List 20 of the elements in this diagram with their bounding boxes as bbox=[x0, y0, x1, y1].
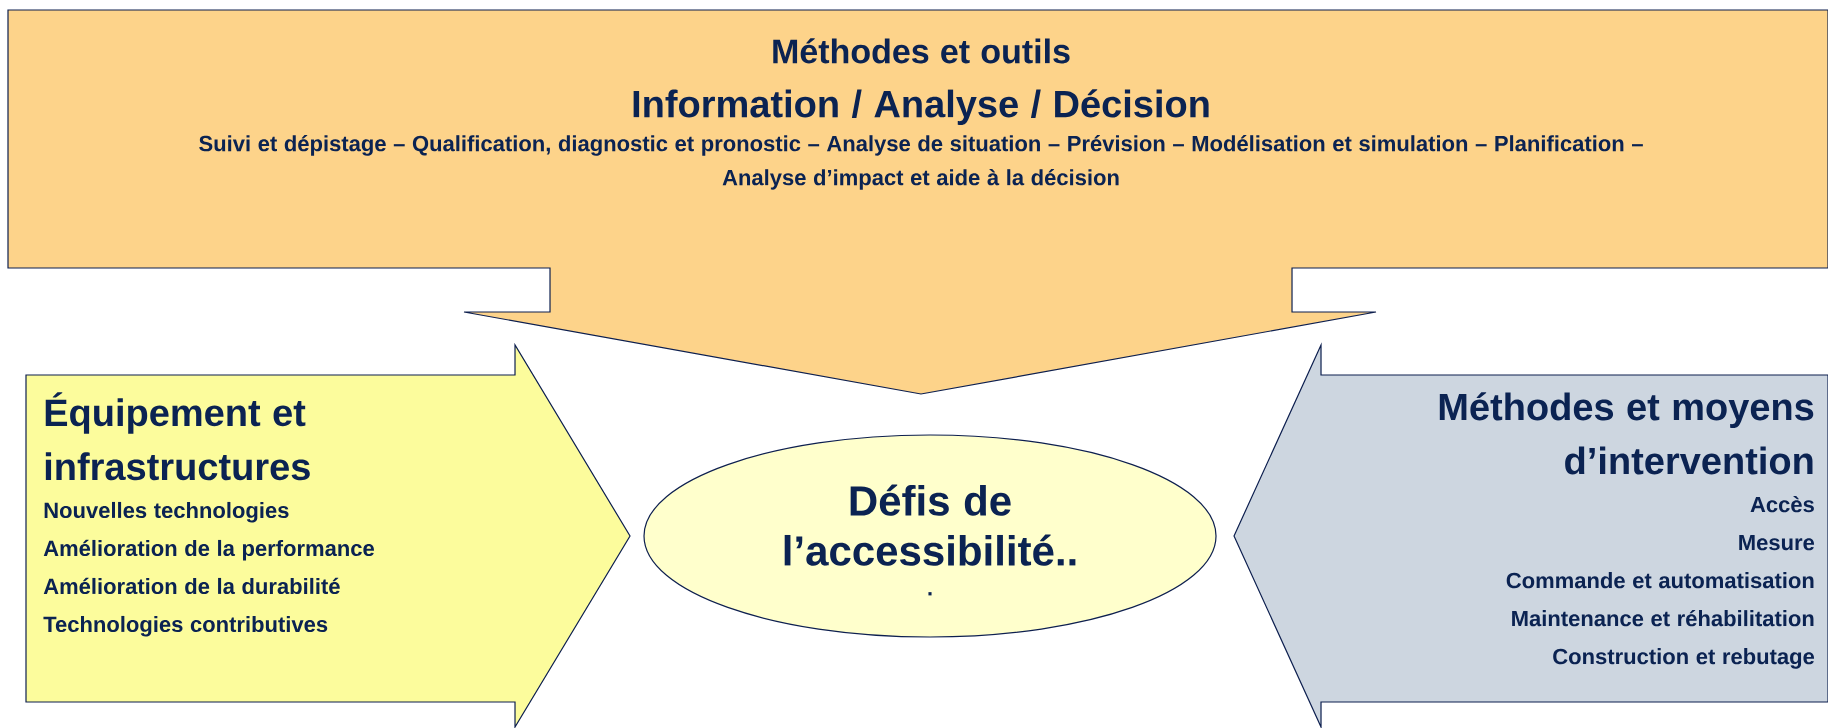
text-line: . bbox=[928, 592, 932, 596]
heading: Équipement et infrastructures bbox=[45, 392, 310, 481]
heading: Défis de l’accessibilité.. bbox=[784, 484, 1076, 566]
text-line: Accès bbox=[1750, 495, 1814, 513]
text-line: Maintenance et réhabilitation bbox=[1512, 609, 1814, 627]
text-line: Analyse d’impact et aide à la décision bbox=[722, 169, 1119, 190]
pointer-panel bbox=[1233, 342, 1828, 728]
pointer-panel bbox=[25, 342, 631, 728]
ellipse bbox=[643, 434, 1217, 638]
heading: Méthodes et outils bbox=[773, 38, 1070, 64]
subheading: Information / Analyse / Décision bbox=[633, 89, 1209, 125]
heading: Méthodes et moyens d’intervention bbox=[1439, 392, 1814, 475]
text-line: Construction et rebutage bbox=[1553, 648, 1815, 669]
text-line: Technologies contributives bbox=[43, 615, 328, 637]
text-line: Commande et automatisation bbox=[1506, 572, 1814, 589]
text-line: Nouvelles technologies bbox=[44, 501, 289, 523]
text-line: Suivi et dépistage – Qualification, diagnostic et pronostic – Analyse de situation – Prévision – Modélisation et simulation – Planification – bbox=[199, 135, 1643, 156]
text-line: Amélioration de la performance bbox=[43, 539, 374, 561]
text-line: Mesure bbox=[1739, 534, 1815, 551]
text-line: Amélioration de la durabilité bbox=[43, 577, 340, 595]
